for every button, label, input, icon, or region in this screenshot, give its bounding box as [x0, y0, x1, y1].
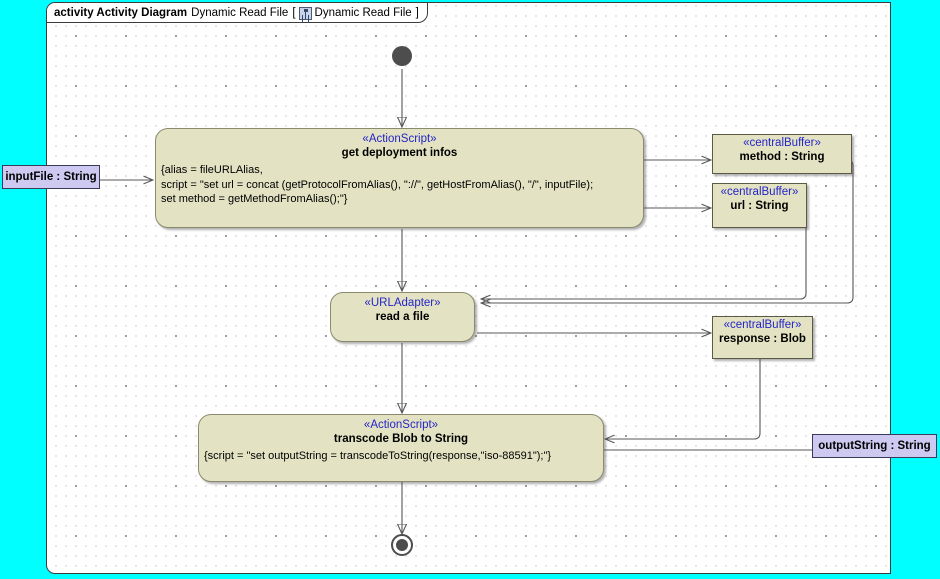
activity-diagram-frame: activity Activity Diagram Dynamic Read F… — [46, 2, 891, 574]
output-parameter-label: outputString : String — [818, 440, 931, 452]
action-title: transcode Blob to String — [333, 433, 469, 445]
buffer-stereotype: «centralBuffer» — [743, 137, 821, 149]
buffer-stereotype: «centralBuffer» — [723, 319, 802, 331]
action-stereotype: «ActionScript» — [363, 419, 439, 431]
buffer-label: response : Blob — [719, 333, 806, 345]
action-body: {alias = fileURLAlias, script = "set url… — [161, 164, 594, 205]
edge-layer — [99, 69, 890, 574]
buffer-stereotype: «centralBuffer» — [720, 186, 799, 198]
input-parameter-inputFile[interactable]: inputFile : String — [2, 165, 100, 189]
frame-name: Dynamic Read File — [191, 6, 289, 19]
central-buffer-url[interactable]: «centralBuffer» url : String — [712, 183, 807, 228]
frame-bracket-open: [ — [292, 6, 296, 19]
input-parameter-label: inputFile : String — [5, 171, 97, 183]
action-title: read a file — [375, 311, 430, 323]
frame-keyword: activity Activity Diagram — [54, 6, 188, 19]
action-stereotype: «URLAdapter» — [364, 297, 441, 309]
buffer-label: url : String — [730, 200, 789, 212]
initial-node[interactable] — [392, 46, 412, 66]
buffer-label: method : String — [739, 151, 825, 163]
frame-title-tab: activity Activity Diagram Dynamic Read F… — [47, 3, 428, 23]
central-buffer-response[interactable]: «centralBuffer» response : Blob — [712, 316, 813, 359]
activity-final-node-core — [396, 539, 408, 551]
activity-diagram-icon — [298, 7, 312, 20]
action-read-a-file[interactable]: «URLAdapter» read a file — [330, 292, 475, 342]
output-parameter-outputString[interactable]: outputString : String — [812, 434, 937, 458]
edge-url-buffer-to-readfile — [481, 228, 807, 299]
central-buffer-method[interactable]: «centralBuffer» method : String — [712, 134, 852, 174]
action-body: {script = "set outputString = transcodeT… — [204, 450, 552, 462]
action-transcode-blob-to-string[interactable]: «ActionScript» transcode Blob to String … — [198, 414, 604, 482]
edge-response-buffer-to-transcode — [605, 359, 761, 439]
frame-bracket-close: ] — [415, 6, 419, 19]
frame-bracket-name: Dynamic Read File — [314, 6, 412, 19]
action-get-deployment-infos[interactable]: «ActionScript» get deployment infos {ali… — [155, 128, 644, 228]
action-stereotype: «ActionScript» — [362, 133, 437, 145]
action-title: get deployment infos — [341, 147, 458, 159]
